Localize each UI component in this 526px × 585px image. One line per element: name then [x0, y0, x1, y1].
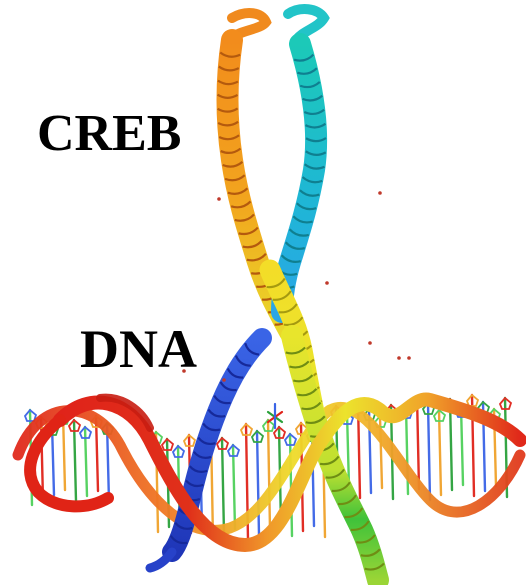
base-pair [257, 431, 259, 535]
base-pair [233, 445, 235, 529]
base-pair [428, 403, 430, 500]
water-dot [217, 197, 221, 201]
water-dot [222, 378, 226, 382]
cyan-alpha-helix [273, 9, 326, 312]
water-dot [397, 356, 401, 360]
water-dot [407, 356, 411, 360]
base-pair [222, 438, 224, 534]
base-pair [439, 410, 441, 495]
protein-label: CREB [37, 108, 181, 160]
dna-label: DNA [80, 322, 197, 376]
water-dot [378, 191, 382, 195]
base-pair [74, 420, 76, 501]
water-dot [325, 281, 329, 285]
base-pair [268, 420, 270, 530]
water-dot [368, 341, 372, 345]
ligand-icon [268, 404, 282, 428]
